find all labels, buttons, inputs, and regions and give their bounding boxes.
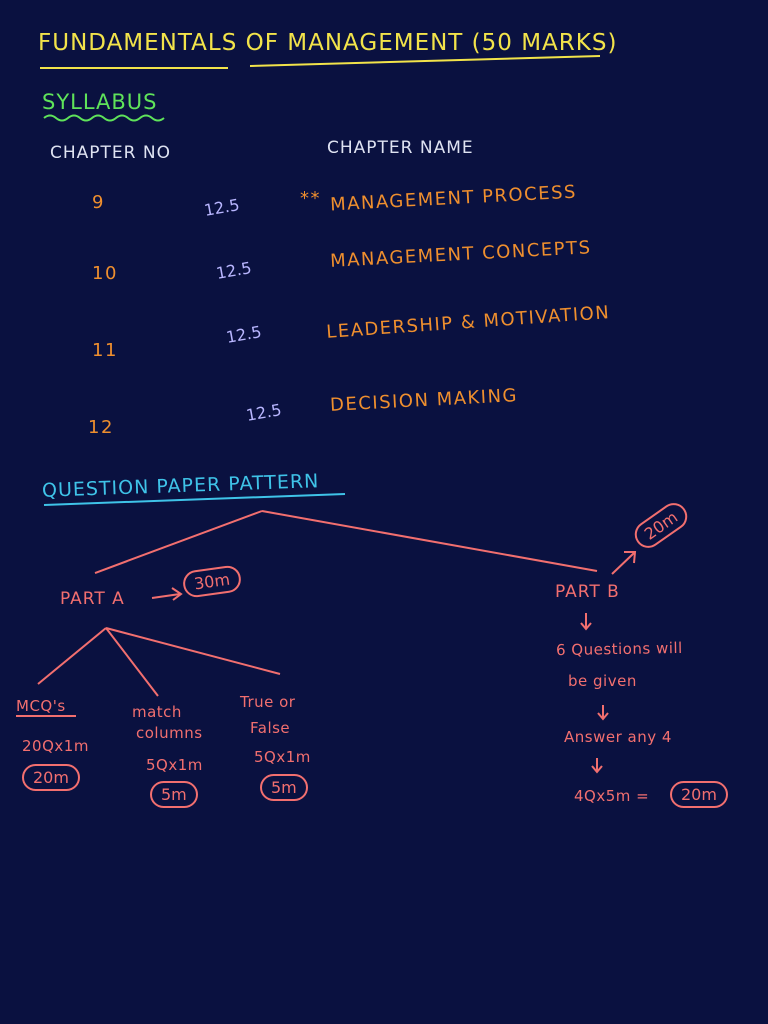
match-title-line1: match (132, 703, 182, 721)
part-a-label: PART A (60, 589, 125, 609)
truefalse-detail: 5Qx1m (254, 748, 311, 766)
chapter-no: 10 (92, 263, 118, 284)
part-b-line4: 4Qx5m = (574, 787, 650, 805)
tree-branch-match (105, 627, 159, 697)
part-b-line1: 6 Questions will (555, 638, 683, 660)
truefalse-title-line2: False (250, 719, 291, 737)
chapter-no: 11 (92, 340, 118, 361)
part-b-result: 20m (670, 781, 728, 808)
pattern-underline (43, 493, 346, 506)
syllabus-heading: SYLLABUS (42, 90, 158, 114)
match-detail: 5Qx1m (146, 756, 203, 774)
chapter-name-header: CHAPTER NAME (327, 138, 474, 158)
tree-branch-mcq (37, 627, 107, 685)
chapter-no: 9 (92, 192, 105, 213)
tree-branch-right (261, 510, 598, 572)
arrow-head-part-b (624, 551, 637, 564)
part-b-line2: be given (568, 672, 637, 690)
chapter-no-header: CHAPTER NO (50, 143, 171, 163)
title-underline-2 (249, 55, 601, 67)
important-star: ** (300, 188, 321, 209)
match-title-line2: columns (136, 724, 203, 742)
mcq-marks: 20m (22, 764, 80, 791)
match-marks: 5m (150, 781, 198, 808)
tree-branch-left (94, 510, 263, 574)
arrow-part-b (611, 552, 635, 575)
arrow-head-part-a (171, 587, 183, 601)
part-b-line3: Answer any 4 (564, 728, 672, 746)
mcq-detail: 20Qx1m (22, 737, 89, 755)
arrow-part-a (151, 593, 181, 599)
part-b-label: PART B (555, 582, 620, 602)
chapter-no: 12 (88, 417, 114, 438)
truefalse-marks: 5m (260, 774, 308, 801)
mcq-title: MCQ's (16, 697, 66, 715)
page-title: FUNDAMENTALS OF MANAGEMENT (50 MARKS) (38, 30, 618, 56)
truefalse-title-line1: True or (240, 693, 296, 711)
tree-branch-truefalse (105, 627, 281, 675)
syllabus-underline (43, 114, 165, 122)
